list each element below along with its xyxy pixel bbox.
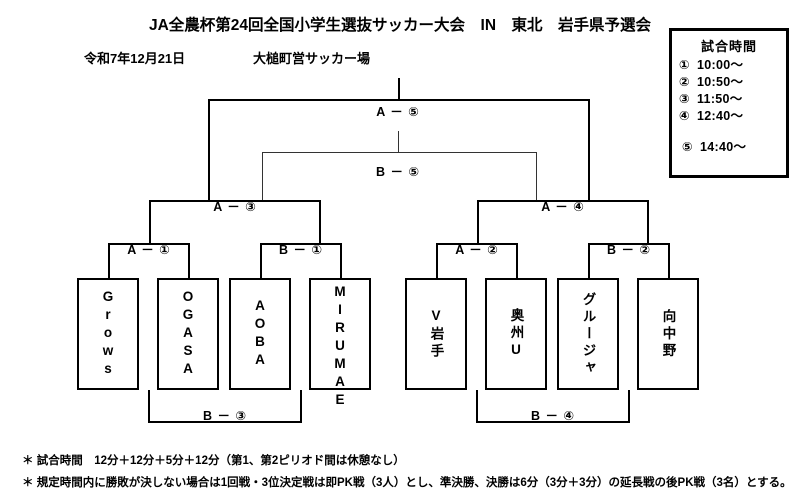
semifinal-right-leg-left (477, 200, 479, 244)
team-box[interactable]: OGASA (157, 278, 219, 390)
consolation-right-leg-right (628, 390, 631, 423)
r1-m4-connector-horizontal (588, 243, 670, 246)
legend-row: ① 10:00～ (679, 57, 786, 74)
footnote-tiebreak-rules: ＊ 規定時間内に勝敗が決しない場合は1回戦・3位決定戦は即PK戦（3人）とし、準… (22, 477, 792, 489)
legend-time: 14:40～ (700, 140, 747, 154)
match-label-consolation-right: B － ④ (530, 409, 576, 423)
consolation-right-leg-left (476, 390, 479, 423)
r1-m3-connector-horizontal (436, 243, 518, 246)
r1-m4-leg-left (588, 243, 591, 279)
third-place-connector-horizontal (262, 152, 536, 154)
legend-time: 12:40～ (697, 109, 744, 123)
team-name: V岩手 (428, 307, 444, 361)
legend-row: ③ 11:50～ (679, 91, 786, 108)
match-label-final: A － ⑤ (376, 105, 420, 119)
semifinal-left-leg-right (319, 200, 321, 244)
event-venue: 大槌町営サッカー場 (253, 51, 371, 66)
final-connector-horizontal (208, 99, 590, 101)
footnote-match-duration: ＊ 試合時間 12分＋12分＋5分＋12分（第1、第2ピリオド間は休憩なし） (22, 455, 405, 467)
team-name: Grows (100, 289, 116, 379)
match-label-third-place: B － ⑤ (375, 165, 421, 179)
legend-number: ③ (679, 92, 690, 106)
legend-title: 試合時間 (700, 39, 757, 54)
legend-time: 11:50～ (697, 92, 743, 106)
match-label-semifinal-right: A － ④ (541, 200, 585, 214)
semifinal-left-connector-horizontal (149, 200, 321, 202)
legend-number: ④ (679, 109, 690, 123)
team-box[interactable]: MIRUMAE (309, 278, 371, 410)
team-box[interactable]: 奥州U (485, 278, 547, 390)
r1-m2-leg-left (260, 243, 263, 279)
legend-number: ① (679, 58, 690, 72)
r1-m2-leg-right (340, 243, 343, 279)
r1-m1-leg-right (188, 243, 191, 279)
team-box[interactable]: 向中野 (637, 278, 699, 390)
match-label-consolation-left: B － ③ (202, 409, 248, 423)
third-place-leg-left (262, 152, 264, 201)
semifinal-right-leg-right (647, 200, 649, 244)
legend-time: 10:50～ (697, 75, 744, 89)
legend-number: ② (679, 75, 690, 89)
r1-m2-connector-horizontal (260, 243, 342, 246)
page-title: JA全農杯第24回全国小学生選抜サッカー大会 IN 東北 岩手県予選会 (148, 17, 652, 34)
match-label-r1-m4: B － ② (606, 243, 652, 257)
r1-m4-leg-right (668, 243, 671, 279)
legend-time: 10:00～ (697, 58, 744, 72)
match-times-legend: 試合時間 ① 10:00～ ② 10:50～ ③ 11:50～ ④ 12:40～… (669, 28, 789, 178)
team-name: OGASA (180, 289, 196, 379)
final-trophy-stem (398, 78, 400, 100)
match-label-r1-m2: B － ① (278, 243, 324, 257)
final-leg-right (588, 99, 590, 201)
legend-number: ⑤ (682, 140, 693, 154)
team-name: MIRUMAE (332, 284, 348, 410)
semifinal-right-connector-horizontal (477, 200, 649, 202)
team-name: 奥州U (508, 307, 524, 361)
team-name: 向中野 (660, 308, 676, 360)
team-box[interactable]: Grows (77, 278, 139, 390)
semifinal-left-leg-left (149, 200, 151, 244)
legend-row: ⑤ 14:40～ (679, 139, 786, 156)
team-name: AOBA (252, 298, 268, 370)
r1-m1-leg-left (108, 243, 111, 279)
consolation-right-connector-horizontal (476, 421, 630, 424)
r1-m3-leg-left (436, 243, 439, 279)
r1-m1-connector-horizontal (108, 243, 190, 246)
legend-row: ④ 12:40～ (679, 108, 786, 125)
match-label-semifinal-left: A － ③ (213, 200, 257, 214)
match-label-r1-m1: A － ① (127, 243, 171, 257)
team-box[interactable]: V岩手 (405, 278, 467, 390)
r1-m3-leg-right (516, 243, 519, 279)
consolation-left-leg-left (148, 390, 151, 423)
team-box[interactable]: AOBA (229, 278, 291, 390)
legend-row: ② 10:50～ (679, 74, 786, 91)
third-place-leg-right (536, 152, 538, 201)
team-name: グルージャ (580, 291, 596, 377)
team-box[interactable]: グルージャ (557, 278, 619, 390)
consolation-left-connector-horizontal (148, 421, 302, 424)
event-date: 令和7年12月21日 (84, 51, 186, 66)
third-place-stem (398, 131, 400, 153)
legend-rows: ① 10:00～ ② 10:50～ ③ 11:50～ ④ 12:40～ ⑤ 14… (672, 57, 786, 156)
consolation-left-leg-right (300, 390, 303, 423)
match-label-r1-m3: A － ② (455, 243, 499, 257)
final-leg-left (208, 99, 210, 201)
